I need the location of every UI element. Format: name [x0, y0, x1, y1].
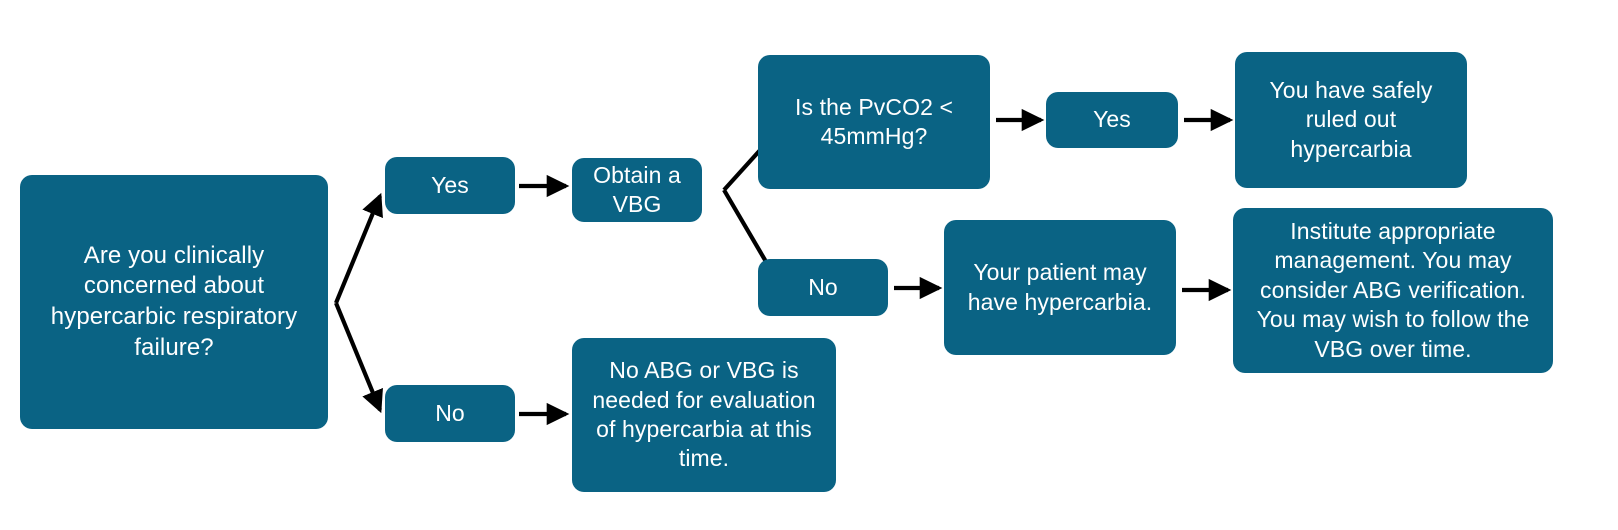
node-no-abg-or-vbg-needed[interactable]: No ABG or VBG is needed for evaluation o…	[572, 338, 836, 492]
node-yes-branch-top[interactable]: Yes	[385, 157, 515, 214]
node-no-branch-middle[interactable]: No	[758, 259, 888, 316]
node-obtain-a-vbg[interactable]: Obtain a VBG	[572, 158, 702, 222]
node-safely-ruled-out-hypercarbia[interactable]: You have safely ruled out hypercarbia	[1235, 52, 1467, 188]
node-patient-may-have-hypercarbia[interactable]: Your patient may have hypercarbia.	[944, 220, 1176, 355]
node-pvco2-question[interactable]: Is the PvCO2 < 45mmHg?	[758, 55, 990, 189]
node-clinically-concerned-question[interactable]: Are you clinically concerned about hyper…	[20, 175, 328, 429]
node-institute-appropriate-management[interactable]: Institute appropriate management. You ma…	[1233, 208, 1553, 373]
node-yes-branch-right[interactable]: Yes	[1046, 92, 1178, 148]
node-no-branch-bottom[interactable]: No	[385, 385, 515, 442]
edge-root-to-no	[334, 302, 383, 414]
edge-root-to-yes	[334, 192, 383, 304]
